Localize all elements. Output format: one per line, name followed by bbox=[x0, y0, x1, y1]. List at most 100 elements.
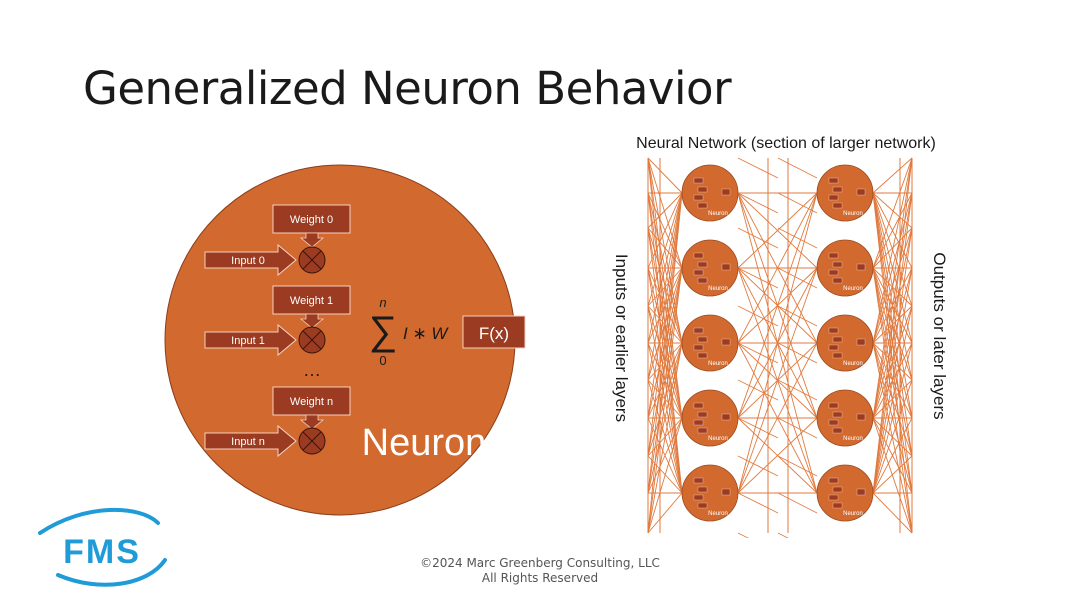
network-connection bbox=[737, 227, 779, 249]
network-connection bbox=[647, 192, 683, 534]
network-connection bbox=[872, 157, 913, 194]
network-node-label: Neuron bbox=[708, 361, 728, 367]
network-connection bbox=[777, 492, 818, 514]
copyright-line: ©2024 Marc Greenberg Consulting, LLC bbox=[420, 556, 660, 570]
fms-logo: FMS bbox=[38, 507, 167, 587]
weight-0-group: Weight 0 bbox=[272, 204, 351, 248]
sum-symbol: ∑ bbox=[369, 309, 398, 353]
network-connection bbox=[647, 192, 683, 269]
network-connection bbox=[737, 417, 818, 494]
network-connection bbox=[777, 192, 818, 214]
network-connection bbox=[737, 417, 779, 439]
input-1-group: Input 1 bbox=[204, 323, 326, 357]
network-node-label: Neuron bbox=[708, 436, 728, 442]
network-connection bbox=[737, 342, 779, 364]
network-connection bbox=[647, 192, 683, 307]
network-connection bbox=[872, 192, 913, 419]
network-connection bbox=[647, 342, 683, 494]
network-connection bbox=[647, 192, 683, 381]
network-left-label: Inputs or earlier layers bbox=[612, 254, 631, 422]
neuron-label: Neuron bbox=[362, 422, 487, 464]
network-connection bbox=[647, 342, 683, 534]
weight-1-label: Weight 1 bbox=[290, 295, 333, 307]
network-connection bbox=[737, 192, 818, 494]
network-node-label: Neuron bbox=[843, 286, 863, 292]
network-connection bbox=[777, 417, 818, 439]
network-connection bbox=[647, 157, 683, 194]
network-connection bbox=[737, 532, 749, 538]
multiply-n-icon bbox=[298, 427, 326, 455]
logo-swoosh-bottom bbox=[56, 558, 167, 587]
network-connection bbox=[737, 342, 818, 494]
network-connection bbox=[777, 227, 818, 249]
network-connection bbox=[647, 192, 683, 344]
multiply-1-icon bbox=[298, 326, 326, 354]
input-1-arrow bbox=[204, 323, 297, 357]
network-connection bbox=[777, 532, 789, 538]
weight-n-label: Weight n bbox=[290, 396, 333, 408]
network-connection bbox=[647, 192, 683, 229]
network-node: Neuron bbox=[816, 464, 874, 522]
network-connection bbox=[777, 305, 818, 327]
network-node: Neuron bbox=[816, 164, 874, 222]
network-node-label: Neuron bbox=[708, 211, 728, 217]
input-0-label: Input 0 bbox=[231, 255, 265, 267]
weight-n-arrow bbox=[299, 414, 325, 430]
network-connection bbox=[737, 267, 779, 289]
network-node-label: Neuron bbox=[843, 436, 863, 442]
network-connection bbox=[647, 492, 683, 534]
network-connection bbox=[737, 192, 818, 269]
activation-function-label: F(x) bbox=[479, 324, 509, 343]
input-0-group: Input 0 bbox=[204, 243, 326, 277]
network-connection bbox=[872, 267, 913, 534]
network-connection bbox=[872, 192, 913, 229]
sum-lower-limit: 0 bbox=[379, 353, 386, 368]
network-connection bbox=[872, 342, 913, 534]
network-connection bbox=[737, 379, 779, 401]
network-node: Neuron bbox=[816, 389, 874, 447]
slide-title: Generalized Neuron Behavior bbox=[83, 62, 732, 115]
network-node: Neuron bbox=[681, 164, 739, 222]
input-n-group: Input n bbox=[204, 424, 326, 458]
neuron-diagram: Weight 0 Input 0 Weight 1 Input 1 … Weig… bbox=[164, 164, 526, 516]
network-node: Neuron bbox=[816, 239, 874, 297]
copyright-footer: ©2024 Marc Greenberg Consulting, LLC All… bbox=[0, 556, 1080, 586]
network-right-label: Outputs or later layers bbox=[930, 252, 949, 419]
rights-line: All Rights Reserved bbox=[481, 571, 599, 585]
network-connection bbox=[647, 192, 683, 494]
network-connection bbox=[737, 157, 779, 179]
network-node: Neuron bbox=[681, 464, 739, 522]
weight-n-group: Weight n bbox=[272, 386, 351, 430]
network-connection bbox=[737, 455, 779, 477]
network-node: Neuron bbox=[816, 314, 874, 372]
network-node-label: Neuron bbox=[708, 511, 728, 517]
network-connection bbox=[647, 267, 683, 494]
network-connection bbox=[737, 267, 818, 494]
ellipsis: … bbox=[303, 360, 321, 380]
sum-expression: I ∗ W bbox=[403, 324, 449, 343]
network-connection bbox=[777, 379, 818, 401]
network-connection bbox=[872, 192, 913, 494]
network-node: Neuron bbox=[681, 239, 739, 297]
network-connection bbox=[872, 227, 913, 269]
weight-0-arrow bbox=[299, 232, 325, 248]
network-connection bbox=[872, 417, 913, 534]
input-0-arrow bbox=[204, 243, 297, 277]
network-node-label: Neuron bbox=[843, 211, 863, 217]
network-diagram: Neural Network (section of larger networ… bbox=[612, 135, 949, 538]
network-connection bbox=[872, 192, 913, 457]
network-connection bbox=[647, 192, 683, 419]
weight-0-label: Weight 0 bbox=[290, 214, 333, 226]
network-node-label: Neuron bbox=[843, 361, 863, 367]
network-connection bbox=[737, 305, 779, 327]
logo-text: FMS bbox=[63, 533, 141, 571]
activation-function-box: F(x) bbox=[462, 315, 526, 349]
network-connection bbox=[737, 192, 818, 419]
network-connection bbox=[872, 342, 913, 494]
input-n-arrow bbox=[204, 424, 297, 458]
network-connection bbox=[777, 342, 818, 364]
network-connection bbox=[872, 192, 913, 381]
weight-1-arrow bbox=[299, 313, 325, 329]
network-title: Neural Network (section of larger networ… bbox=[636, 135, 936, 152]
multiply-0-icon bbox=[298, 246, 326, 274]
